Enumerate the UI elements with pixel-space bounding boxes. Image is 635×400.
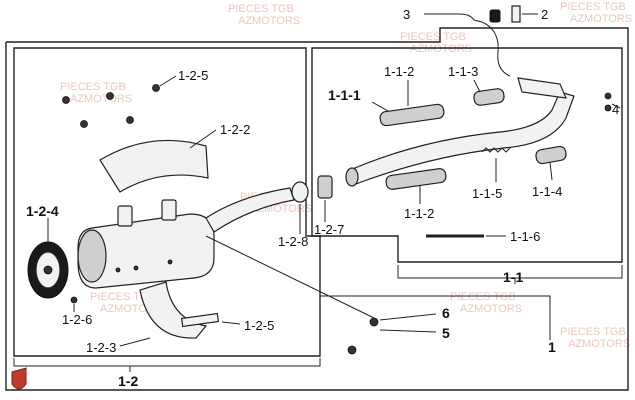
watermark-text: PIECES TGB [560,1,626,13]
label-1-2-5-top: 1-2-5 [178,68,208,83]
label-1-1-5: 1-1-5 [472,186,502,201]
shield-1-1-2-bottom [385,168,447,190]
watermark-text: PIECES TGB [450,291,516,303]
watermark-text: AZMOTORS [460,303,522,315]
label-1-2-7: 1-2-7 [314,222,344,237]
frame-assembly-1-1 [311,47,623,263]
leader-1-2-5-bottom [221,321,241,325]
bolt-1-2-6 [70,296,78,304]
watermark-text: AZMOTORS [568,338,630,350]
pipe-end [345,167,359,187]
frame-assembly-1 [5,27,629,391]
label-4: 4 [612,102,619,117]
label-6: 6 [442,305,450,321]
leader-1 [320,295,551,340]
header-pipe [349,91,575,185]
heat-shield-muffler [99,139,209,193]
shield-1-1-3 [473,88,505,106]
bolt-4a [604,92,612,100]
shield-1-1-4 [535,145,567,165]
bolt-5 [347,345,357,355]
muffler-end-cap [27,241,69,299]
leader-to-muffler [205,235,375,319]
muffler-body [77,199,215,289]
label-1-1-2-top: 1-1-2 [384,64,414,79]
clamp-1-2-7 [317,175,333,199]
label-1-1-3: 1-1-3 [448,64,478,79]
leader-1-1-4 [549,161,553,181]
label-1-1-6: 1-1-6 [510,229,540,244]
sensor-lead-3 [481,21,511,77]
watermark-text: PIECES TGB [400,31,466,43]
label-1-2-6: 1-2-6 [62,312,92,327]
clamp-bracket [180,312,220,328]
label-1-2-8: 1-2-8 [278,234,308,249]
leader-4 [611,103,621,109]
muffler-inlet-pipe [205,187,295,233]
label-1-2: 1-2 [118,373,138,389]
label-1-1-2-bottom: 1-1-2 [404,206,434,221]
label-3: 3 [403,7,410,22]
part-2 [511,5,521,23]
washer-6 [369,317,379,327]
gasket-1-2-8 [291,181,309,203]
watermark-text: AZMOTORS [570,13,632,25]
label-1-1: 1-1 [503,269,523,285]
label-1-1-1: 1-1-1 [328,87,361,103]
leader-5 [379,329,437,333]
leader-1-1 [397,265,623,279]
leader-1-2-2 [189,129,217,149]
watermark-text: AZMOTORS [410,43,472,55]
leader-1-2 [13,358,321,367]
leader-1-1-3 [473,79,481,93]
sensor-cable-3 [424,13,483,23]
spring-1-1-5 [481,147,511,153]
watermark-text: PIECES TGB [90,291,156,303]
bolt-4b [604,104,612,112]
label-1-2-5-bottom: 1-2-5 [244,318,274,333]
label-1: 1 [548,339,556,355]
label-1-1-4: 1-1-4 [532,184,562,199]
leader-6 [379,313,437,321]
sensor-tip [489,9,501,23]
watermark-text: PIECES TGB [228,3,294,15]
shield-1-1-2-top [379,103,445,127]
brand-logo-icon [11,367,27,390]
label-1-2-3: 1-2-3 [86,340,116,355]
bolts-top [62,84,160,128]
header-flange [517,77,567,99]
label-1-2-4: 1-2-4 [26,203,59,219]
watermark-text: PIECES TGB [560,326,626,338]
leader-1-2-5-top [159,75,177,87]
watermark-text: AZMOTORS [238,15,300,27]
label-2: 2 [541,7,548,22]
leader-1-2-3 [119,337,151,347]
heat-shield-lower [139,281,208,339]
watermark-text: AZMOTORS [70,93,132,105]
label-5: 5 [442,325,450,341]
label-1-2-2: 1-2-2 [220,122,250,137]
watermark-text: PIECES TGB [60,81,126,93]
